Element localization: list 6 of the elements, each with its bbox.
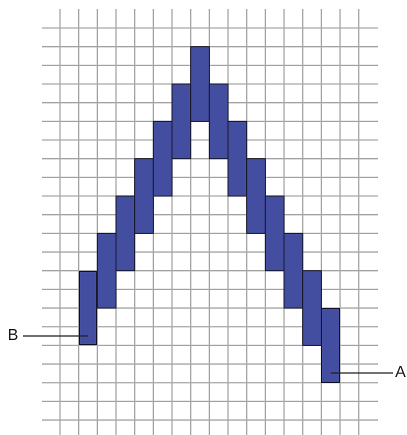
- highlighted-bar: [78, 270, 98, 346]
- leader-line: [330, 372, 393, 374]
- highlighted-bar: [321, 308, 340, 383]
- leader-line: [23, 335, 88, 337]
- part-label: B: [4, 327, 22, 345]
- part-label: A: [394, 364, 407, 382]
